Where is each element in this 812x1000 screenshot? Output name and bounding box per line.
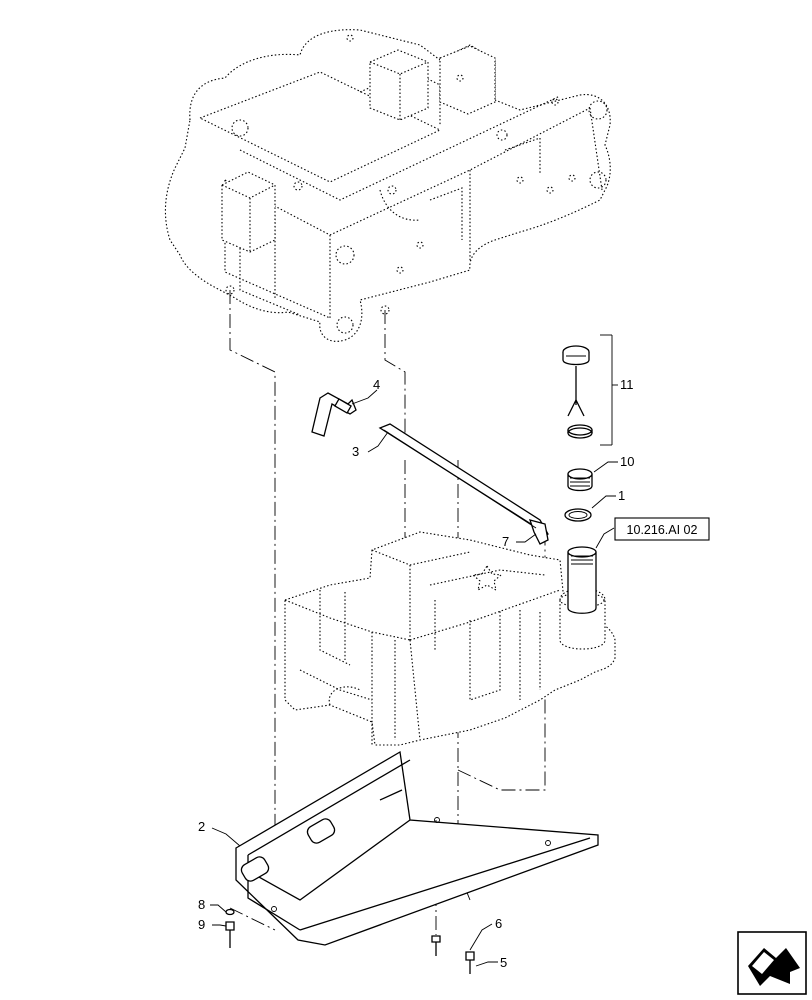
leader-lines [210,334,618,967]
callout-2: 2 [198,819,205,834]
filler-tube [567,546,597,614]
bolt-center [431,935,441,956]
callout-7: 7 [502,534,509,549]
tank-strap [311,392,549,545]
callout-5: 5 [500,955,507,970]
callout-11: 11 [620,377,634,392]
guard-plate [235,750,599,946]
callout-9: 9 [198,917,205,932]
callout-8: 8 [198,897,205,912]
callout-3: 3 [352,444,359,459]
bolt-left [225,921,235,948]
callout-6: 6 [495,916,502,931]
callout-10: 10 [620,454,634,469]
bolt-right [465,951,475,974]
reference-box-label: 10.216.AI 02 [627,523,698,537]
chassis-frame [164,29,611,342]
next-page-arrow-icon[interactable] [737,931,807,995]
reference-link[interactable]: 10.216.AI 02 [614,517,710,541]
washer [225,908,235,916]
callout-1: 1 [618,488,625,503]
filler-nut [567,468,593,492]
callout-labels: 1 2 3 4 5 6 7 8 9 10 11 [198,377,634,970]
fuel-cap-assembly [562,345,593,439]
fuel-tank [284,531,616,746]
o-ring [564,508,592,522]
callout-4: 4 [373,377,380,392]
